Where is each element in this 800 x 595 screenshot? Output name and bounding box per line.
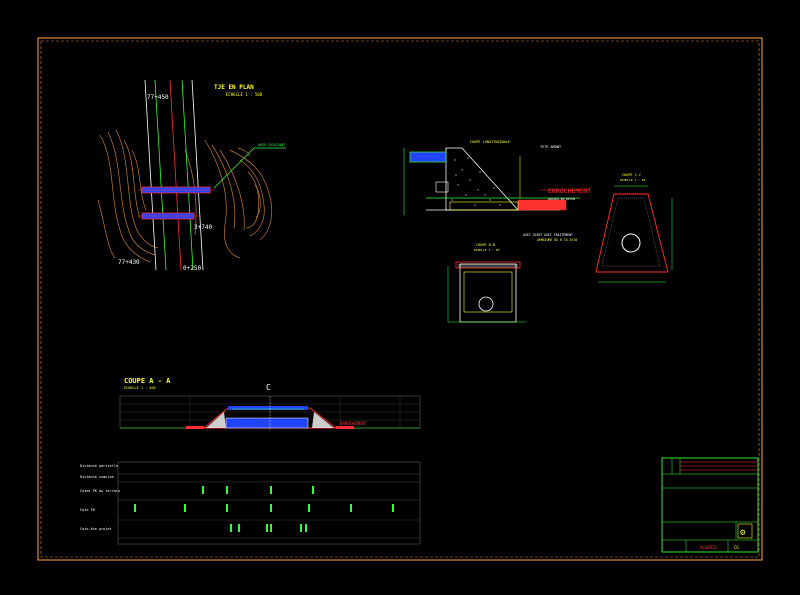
coupe-title: COUPE A - A: [124, 377, 171, 385]
terrain-contours: [97, 129, 273, 263]
plan-view: TJE EN PLAN ECHELLE 1 : 500 77+450 77+43…: [97, 79, 286, 272]
inner-frame: [40, 40, 760, 558]
title-block: ⚙ ALGERIE CG: [661, 457, 759, 553]
coupe-enrochement: ENROCHEMENT: [340, 421, 367, 426]
row-label-1: Distance cumulee: [80, 475, 114, 479]
plan-title: TJE EN PLAN: [214, 84, 254, 91]
elevation-note-3: AVEC JOINT AVEC TRAITEMENT: [523, 233, 573, 237]
station-top-label: 77+450: [147, 94, 169, 101]
station-mid-label: 3+740: [194, 224, 212, 231]
axis-symbol: C: [266, 383, 271, 392]
section-cc: COUPE C-C ECHELLE 1 : 50: [595, 173, 673, 283]
section-cc-scale: ECHELLE 1 : 50: [620, 178, 645, 182]
section-cc-title: COUPE C-C: [622, 173, 641, 177]
elevation-enrochement: ENROCHEMENT: [548, 187, 591, 195]
plan-callout: OUED EXISTANT: [258, 143, 286, 147]
plan-scale: ECHELLE 1 : 500: [226, 92, 263, 97]
row-label-3: Cote TN: [80, 508, 95, 512]
section-bb: COUPE B-B ECHELLE 1 : 50: [447, 243, 526, 323]
coupe-aa: COUPE A - A ECHELLE 1 : 500 C ENROCHEMEN…: [80, 377, 421, 545]
row-label-2: Cotes PK du terrain: [80, 489, 120, 493]
riprap-hatch: [451, 157, 501, 206]
section-bb-title: COUPE B-B: [476, 243, 495, 247]
section-bb-scale: ECHELLE 1 : 50: [474, 248, 499, 252]
outer-frame: [37, 37, 763, 561]
title-logo: ⚙: [739, 528, 746, 538]
station-bottom-label: 77+430: [118, 259, 140, 266]
title-block-label-2: CG: [734, 545, 739, 550]
elevation-note-4: ARMATURE DE 6 TA 8/20: [537, 238, 577, 242]
culvert-elevation: COUPE LONGITUDINALE TETE AMONT ENROCHEME…: [403, 140, 591, 242]
row-label-0: Distance partielle: [80, 464, 118, 468]
elevation-title: COUPE LONGITUDINALE: [470, 140, 510, 144]
coupe-scale: ECHELLE 1 : 500: [124, 386, 156, 390]
elevation-head-label: TETE AMONT: [540, 145, 562, 149]
title-block-label-1: ALGERIE: [700, 545, 717, 550]
elevation-note-1: RADIER EN BETON: [548, 197, 575, 201]
row-label-4: Cote Axe projet: [80, 527, 112, 531]
table-value-marks: [134, 486, 394, 532]
station-right-label: 0+250: [183, 265, 201, 272]
